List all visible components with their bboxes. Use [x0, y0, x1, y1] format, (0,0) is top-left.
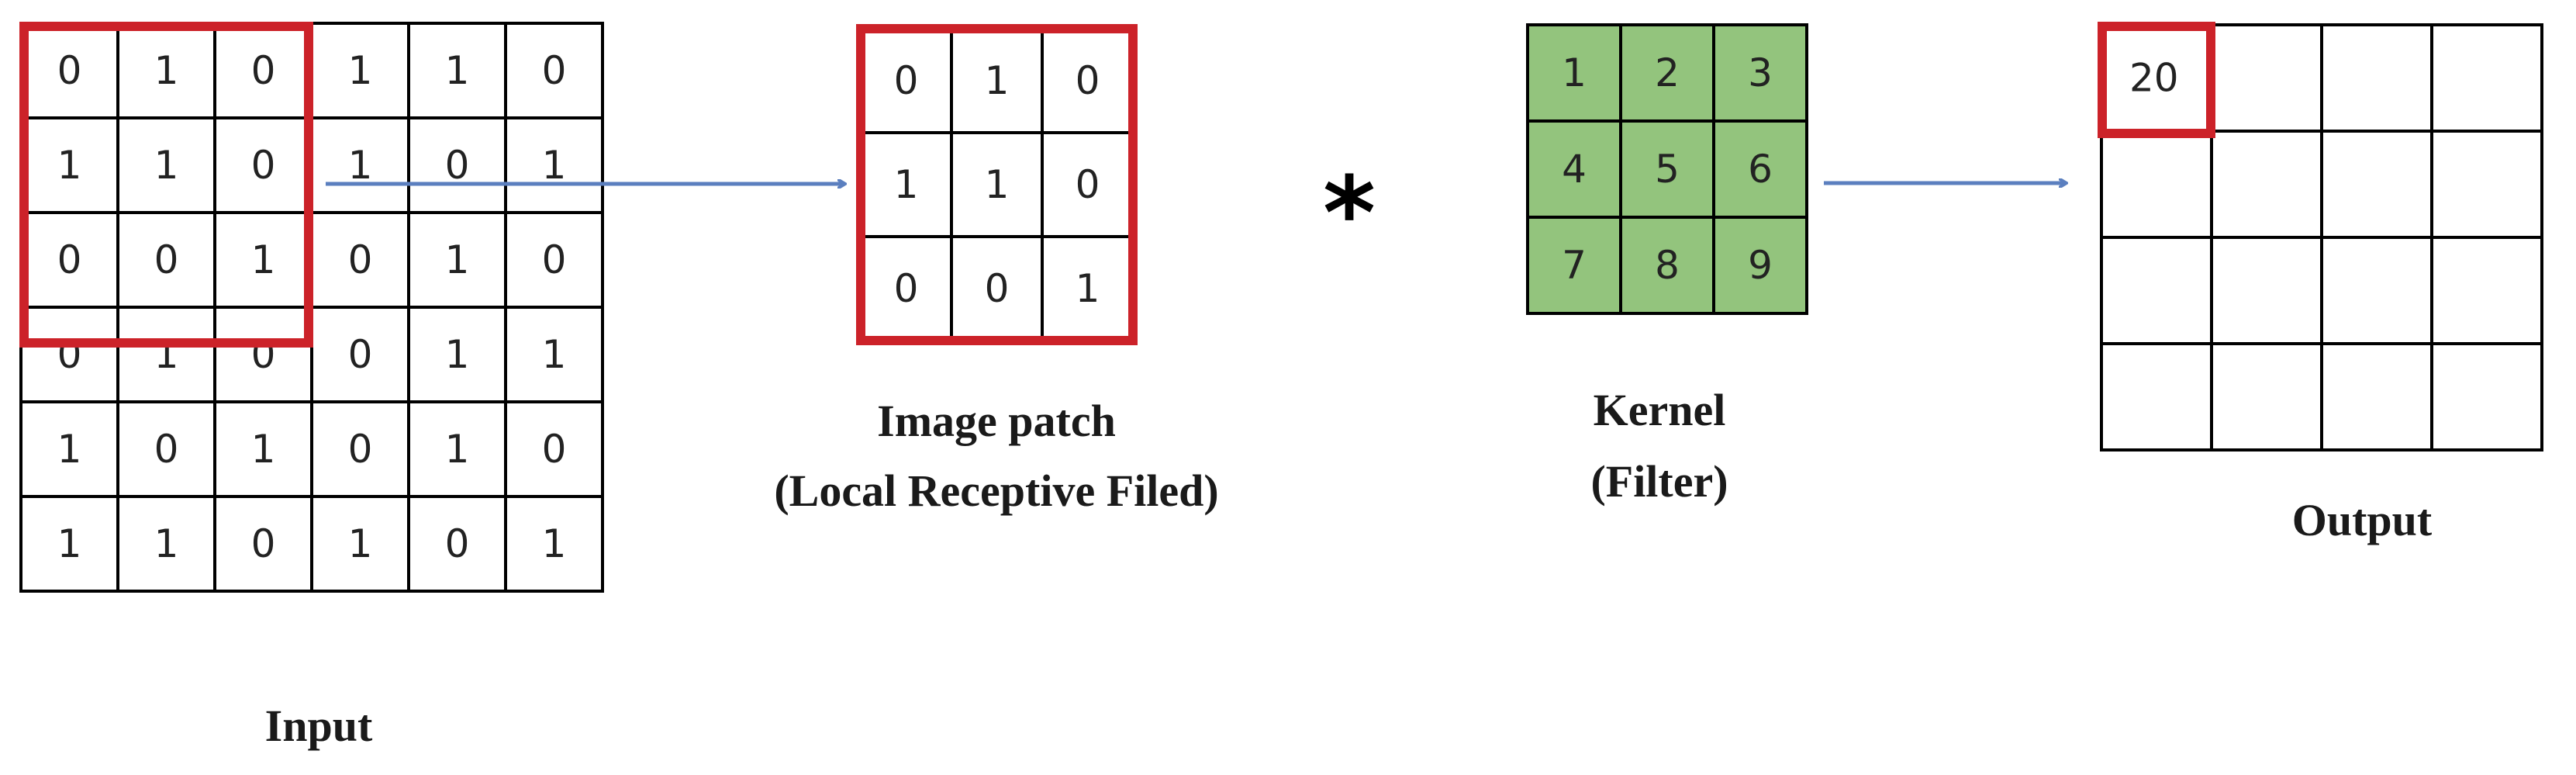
output-cell — [2100, 130, 2213, 239]
output-cell — [2210, 236, 2323, 345]
input-cell-value: 0 — [348, 332, 373, 377]
input-cell-value: 0 — [251, 143, 276, 188]
output-cell — [2430, 342, 2543, 452]
output-cell — [2320, 23, 2433, 133]
kernel-cell — [1619, 216, 1715, 315]
input-cell-value: 1 — [542, 143, 567, 188]
kernel-grid: 1 2 3 4 5 6 7 8 9 — [1526, 23, 1808, 315]
input-cell-value: 0 — [348, 237, 373, 282]
input-cell-value: 1 — [348, 143, 373, 188]
input-cell-value: 0 — [57, 48, 82, 93]
patch-cell-value: 0 — [894, 266, 919, 311]
input-cell-value: 0 — [154, 237, 179, 282]
input-cell-value: 1 — [57, 427, 82, 472]
output-cell — [2320, 236, 2433, 345]
input-cell-value: 1 — [251, 237, 276, 282]
input-receptive-field-highlight — [19, 22, 313, 348]
kernel-cell-value: 7 — [1562, 243, 1587, 288]
input-cell-value: 0 — [445, 143, 470, 188]
kernel-cell — [1712, 216, 1808, 315]
input-cell-value: 1 — [348, 48, 373, 93]
patch-cell-value: 0 — [894, 58, 919, 103]
output-cell — [2320, 130, 2433, 239]
input-cell-value: 0 — [542, 427, 567, 472]
patch-cell-value: 1 — [985, 58, 1010, 103]
kernel-cell-value: 9 — [1748, 243, 1773, 288]
input-cell-value: 0 — [542, 48, 567, 93]
kernel-cell — [1712, 23, 1808, 123]
kernel-caption-line1: Kernel — [1594, 385, 1726, 435]
kernel-cell — [1619, 23, 1715, 123]
patch-cell-value: 1 — [894, 162, 919, 207]
input-cell-value: 1 — [348, 521, 373, 566]
output-grid: 20 — [2098, 22, 2543, 452]
output-cell — [2430, 236, 2543, 345]
output-caption: Output — [2292, 495, 2433, 545]
input-cell-value: 1 — [57, 143, 82, 188]
input-cell-value: 1 — [542, 332, 567, 377]
image-patch-grid: 0 1 0 1 1 0 0 0 1 — [856, 24, 1138, 345]
kernel-cell-value: 5 — [1655, 147, 1680, 192]
input-cell-value: 1 — [445, 237, 470, 282]
patch-cell-value: 0 — [1076, 58, 1100, 103]
input-cell-value: 1 — [154, 48, 179, 93]
patch-cell-value: 1 — [1076, 266, 1100, 311]
input-cell-value: 1 — [445, 332, 470, 377]
input-cell-value: 1 — [57, 521, 82, 566]
patch-cell-value: 0 — [1076, 162, 1100, 207]
kernel-caption-line2: (Filter) — [1590, 456, 1728, 507]
kernel-cell-value: 3 — [1748, 50, 1773, 95]
patch-cell-value: 0 — [985, 266, 1010, 311]
output-cell — [2210, 342, 2323, 452]
kernel-cell — [1712, 119, 1808, 219]
kernel-cell-value: 8 — [1655, 243, 1680, 288]
input-cell-value: 0 — [251, 521, 276, 566]
input-cell-value: 1 — [445, 427, 470, 472]
input-cell-value: 0 — [542, 237, 567, 282]
kernel-cell-value: 6 — [1748, 147, 1773, 192]
image-patch-highlight — [856, 24, 1138, 345]
image-patch-caption-line2: (Local Receptive Filed) — [774, 465, 1218, 516]
input-cell — [504, 495, 604, 593]
kernel-cell-value: 2 — [1655, 50, 1680, 95]
output-cell — [2210, 23, 2323, 133]
input-cell-value: 1 — [154, 521, 179, 566]
output-cell — [2320, 342, 2433, 452]
kernel-cell-value: 4 — [1562, 147, 1587, 192]
input-cell-value: 0 — [251, 48, 276, 93]
output-cell — [2430, 23, 2543, 133]
patch-cell-value: 1 — [985, 162, 1010, 207]
convolution-operator: * — [1323, 154, 1376, 272]
output-cell-value: 20 — [2129, 56, 2179, 101]
output-cell — [2100, 342, 2213, 452]
input-cell-value: 0 — [57, 237, 82, 282]
output-result-highlight — [2098, 22, 2215, 138]
output-cell — [2430, 130, 2543, 239]
input-cell-value: 1 — [445, 48, 470, 93]
input-cell-value: 0 — [348, 427, 373, 472]
output-cell — [2100, 236, 2213, 345]
input-caption: Input — [265, 701, 373, 751]
input-cell-value: 1 — [251, 427, 276, 472]
input-cell-value: 1 — [542, 521, 567, 566]
input-cell-value: 1 — [154, 143, 179, 188]
kernel-cell — [1526, 216, 1622, 315]
image-patch-caption-line1: Image patch — [877, 396, 1116, 446]
input-cell-value: 0 — [445, 521, 470, 566]
output-cell — [2210, 130, 2323, 239]
input-cell-value: 0 — [154, 427, 179, 472]
kernel-cell-value: 1 — [1562, 50, 1587, 95]
